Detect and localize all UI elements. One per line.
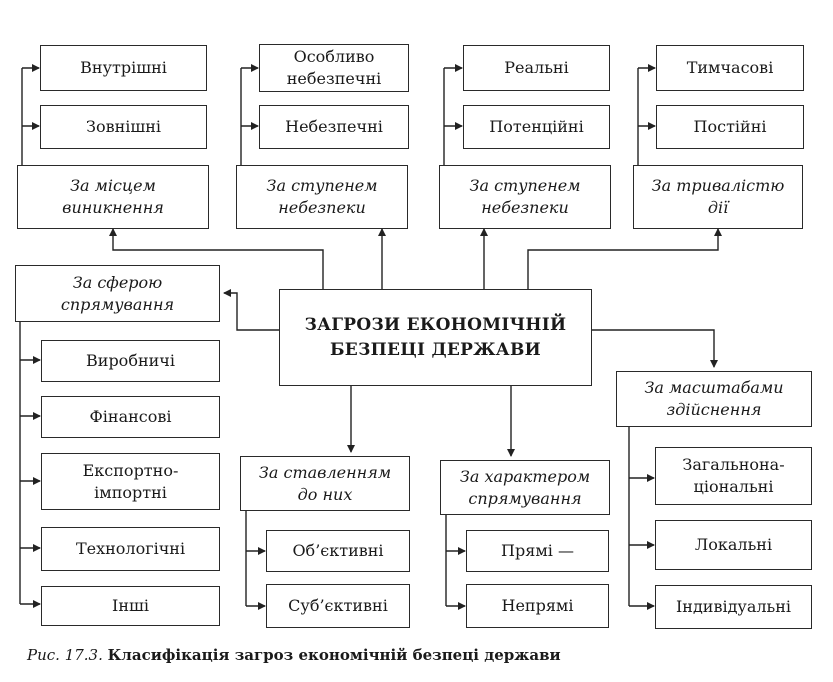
item-dangerous: Небезпечні [259, 105, 409, 149]
arrow-to-scale-category [592, 329, 718, 368]
arrow-to-sphere-category [223, 289, 279, 331]
category-attitude: За ставленням до них [240, 456, 410, 511]
item-permanent: Постійні [656, 105, 804, 149]
item-export-import: Експортно- імпортні [41, 453, 220, 510]
category-place-of-origin: За місцем виникнення [17, 165, 209, 229]
figure-number: Рис. 17.3. [27, 646, 103, 664]
item-local: Локальні [655, 520, 812, 570]
figure-caption: Рис. 17.3. Класифікація загроз економічн… [27, 646, 561, 664]
category-scale: За масштабами здійснення [616, 371, 812, 427]
category-sphere: За сферою спрямування [15, 265, 220, 322]
item-internal: Внутрішні [40, 45, 207, 91]
item-national: Загальнона- ціональні [655, 447, 812, 505]
item-objective: Об’єктивні [266, 530, 410, 572]
item-production: Виробничі [41, 340, 220, 382]
category-degree-of-danger: За ступенем небезпеки [236, 165, 408, 229]
arrow-to-place-category [109, 228, 324, 289]
item-indirect: Непрямі [466, 584, 609, 628]
item-external: Зовнішні [40, 105, 207, 149]
item-especially-dangerous: Особливо небезпечні [259, 44, 409, 92]
item-real: Реальні [463, 45, 610, 91]
item-individual: Індивідуальні [655, 585, 812, 629]
category-character: За характером спрямування [440, 460, 610, 515]
item-financial: Фінансові [41, 396, 220, 438]
item-potential: Потенційні [463, 105, 610, 149]
category-duration: За тривалістю дії [633, 165, 803, 229]
item-temporary: Тимчасові [656, 45, 804, 91]
item-subjective: Суб’єктивні [266, 584, 410, 628]
central-node: ЗАГРОЗИ ЕКОНОМІЧНІЙ БЕЗПЕЦІ ДЕРЖАВИ [279, 289, 592, 386]
item-direct: Прямі — [466, 530, 609, 572]
figure-title: Класифікація загроз економічній безпеці … [107, 646, 561, 664]
item-other: Інші [41, 586, 220, 626]
item-technological: Технологічні [41, 527, 220, 571]
arrow-to-duration-category [527, 228, 722, 289]
category-degree-of-danger-2: За ступенем небезпеки [439, 165, 611, 229]
